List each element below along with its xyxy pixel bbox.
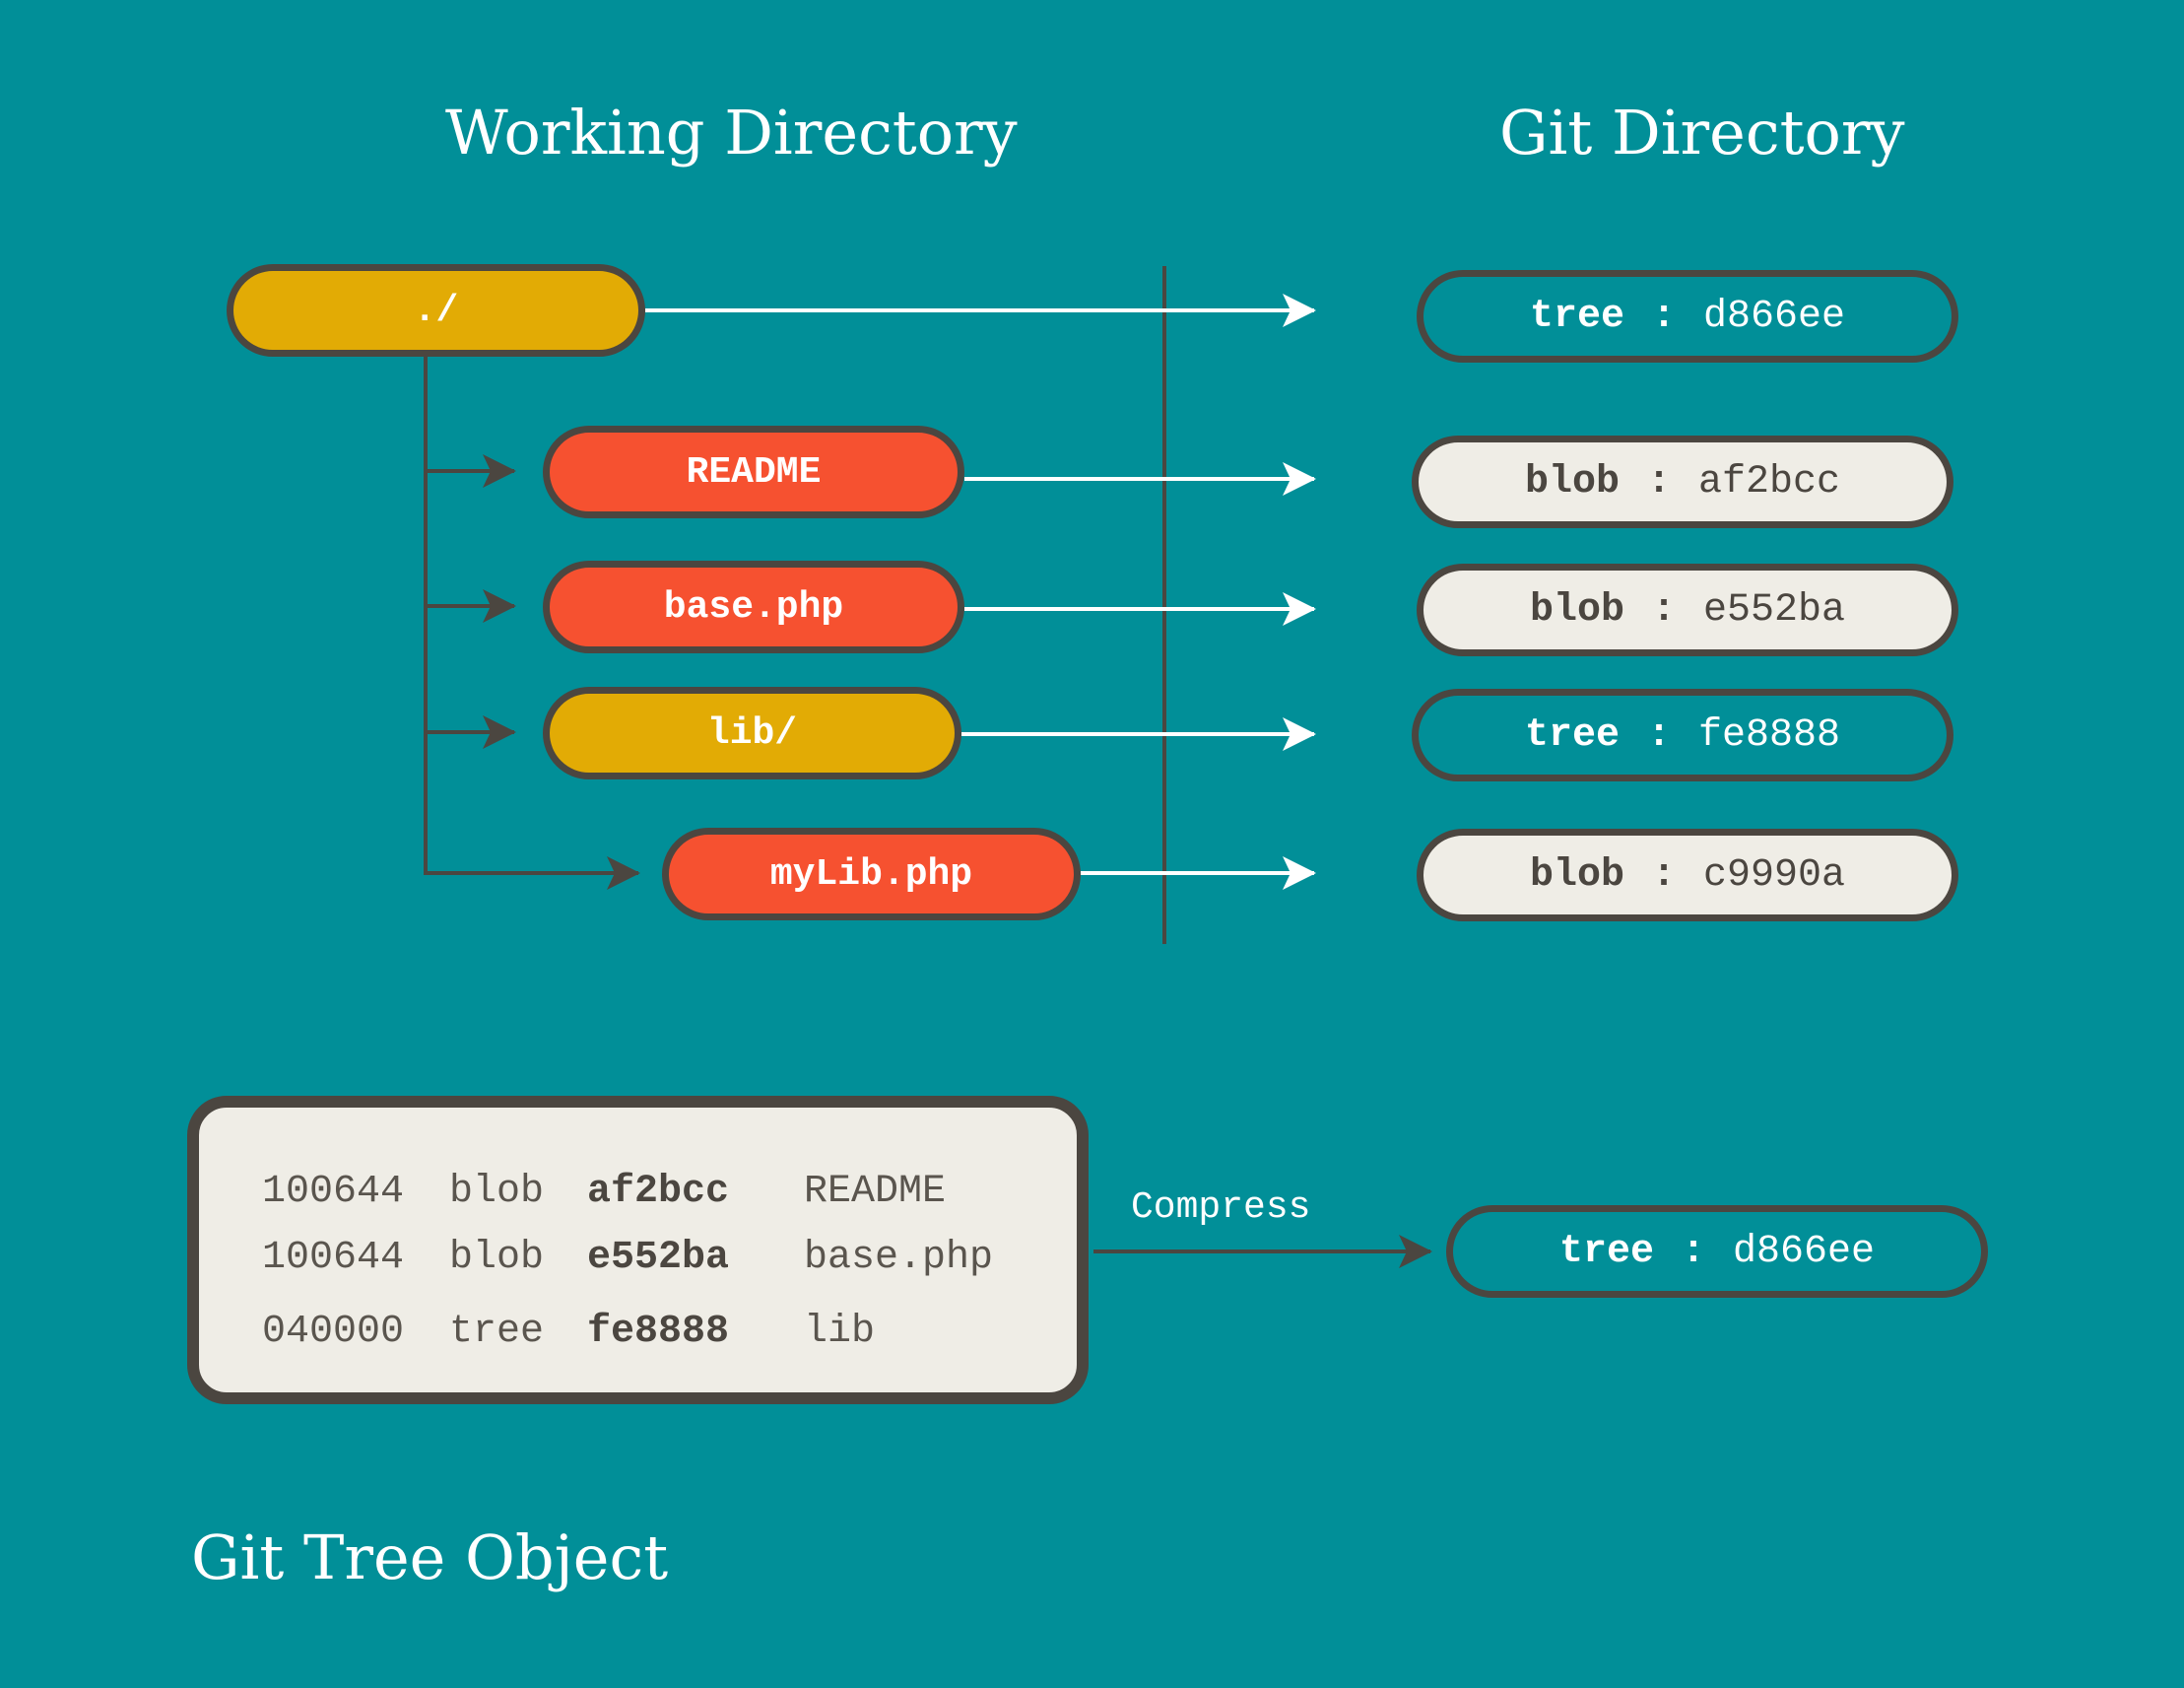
object-separator: : (1646, 459, 1671, 505)
tree-object-listing (187, 1096, 1089, 1404)
entry-hash: e552ba (587, 1236, 730, 1280)
object-hash: d866ee (1703, 294, 1846, 339)
compressed-tree-object: tree : d866ee (1446, 1205, 1988, 1298)
git-directory-heading: Git Directory (1499, 97, 1905, 169)
root-folder-node: ./ (227, 264, 645, 357)
entry-type: tree (449, 1310, 545, 1354)
git-object-blob-base-php: blob : e552ba (1417, 564, 1958, 656)
entry-type: blob (449, 1236, 545, 1280)
object-type: blob (1529, 852, 1624, 898)
object-hash: d866ee (1733, 1229, 1876, 1274)
object-separator: : (1651, 852, 1676, 898)
entry-name: base.php (804, 1236, 994, 1280)
base-php-file-node: base.php (543, 561, 964, 653)
object-type: tree (1529, 294, 1624, 339)
object-separator: : (1681, 1229, 1705, 1274)
entry-mode: 100644 (262, 1170, 405, 1214)
readme-file-node: README (543, 426, 964, 518)
git-object-blob-mylib-php: blob : c9990a (1417, 829, 1958, 921)
entry-name: README (804, 1170, 947, 1214)
object-type: tree (1524, 712, 1620, 758)
object-hash: c9990a (1703, 852, 1846, 898)
entry-hash: fe8888 (587, 1310, 730, 1354)
compress-label: Compress (1131, 1186, 1311, 1229)
diagram-caption: Git Tree Object (191, 1521, 669, 1593)
git-object-tree-root: tree : d866ee (1417, 270, 1958, 363)
root-folder-label: ./ (413, 289, 459, 332)
object-separator: : (1651, 294, 1676, 339)
object-type: blob (1529, 587, 1624, 633)
entry-mode: 100644 (262, 1236, 405, 1280)
git-object-blob-readme: blob : af2bcc (1412, 436, 1953, 528)
entry-type: blob (449, 1170, 545, 1214)
lib-folder-node: lib/ (543, 687, 961, 779)
base-php-file-label: base.php (663, 585, 844, 629)
git-object-tree-lib: tree : fe8888 (1412, 689, 1953, 781)
entry-hash: af2bcc (587, 1170, 730, 1214)
object-hash: af2bcc (1698, 459, 1841, 505)
entry-name: lib (804, 1310, 876, 1354)
mylib-php-file-node: myLib.php (662, 828, 1081, 920)
object-hash: fe8888 (1698, 712, 1841, 758)
object-separator: : (1651, 587, 1676, 633)
lib-folder-label: lib/ (706, 711, 798, 755)
readme-file-label: README (686, 450, 822, 494)
object-hash: e552ba (1703, 587, 1846, 633)
object-type: blob (1524, 459, 1620, 505)
mylib-php-file-label: myLib.php (769, 852, 973, 896)
working-directory-heading: Working Directory (445, 97, 1018, 169)
entry-mode: 040000 (262, 1310, 405, 1354)
object-type: tree (1558, 1229, 1654, 1274)
object-separator: : (1646, 712, 1671, 758)
